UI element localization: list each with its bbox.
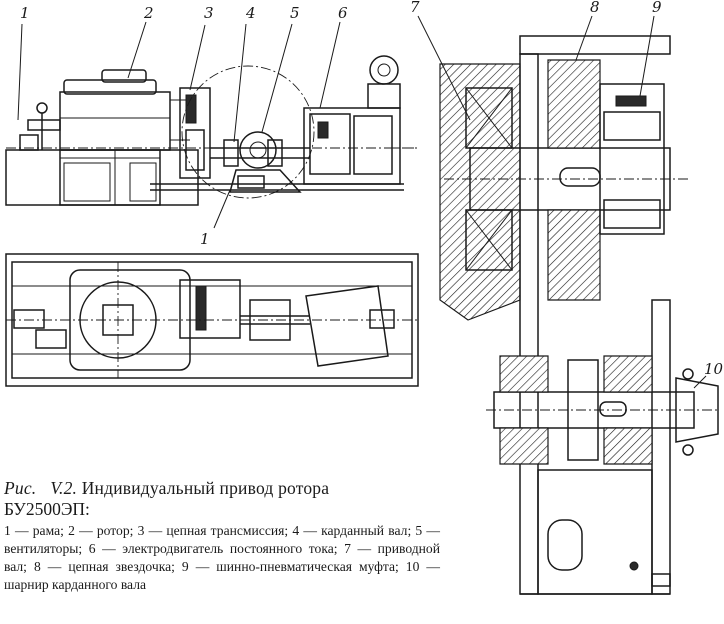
rotor-body [59,91,171,151]
caption-title-line: Рис. V.2. Индивидуальный привод ротора [4,478,440,499]
callout-4: 4 [245,4,256,22]
caption-prefix: Рис. [4,478,37,498]
side-view [5,21,420,229]
callout-3: 3 [204,4,214,22]
pneumatic-coupling [599,83,665,235]
housing-left [439,63,521,321]
fan [239,131,277,169]
callout-8: 8 [590,0,600,16]
callout-5: 5 [290,4,300,22]
caption-legend: 1 — рама; 2 — ротор; 3 — цепная трансмис… [4,523,440,592]
caption-model: БУ2500ЭП: [4,499,90,519]
callout-1-lower: 1 [200,230,210,248]
callout-1: 1 [20,4,30,22]
chain-case [519,35,671,55]
electric-motor [303,107,401,185]
figure-caption: Рис. V.2. Индивидуальный привод ротора БУ… [4,478,440,594]
callout-9: 9 [652,0,662,16]
plan-view [5,253,419,387]
chain-sprocket [547,59,601,149]
callout-2: 2 [143,4,154,22]
section-view [417,15,720,595]
callout-6: 6 [338,4,348,22]
caption-number: V.2. [50,478,78,498]
callout-10: 10 [704,360,724,378]
plan-motor [305,285,389,367]
cardan-hinge [675,377,719,443]
chain-transmission [179,87,211,179]
detail-circle [181,65,315,199]
caption-title: Индивидуальный привод ротора [81,478,330,498]
motor-fan [369,55,399,85]
callout-7: 7 [410,0,420,16]
